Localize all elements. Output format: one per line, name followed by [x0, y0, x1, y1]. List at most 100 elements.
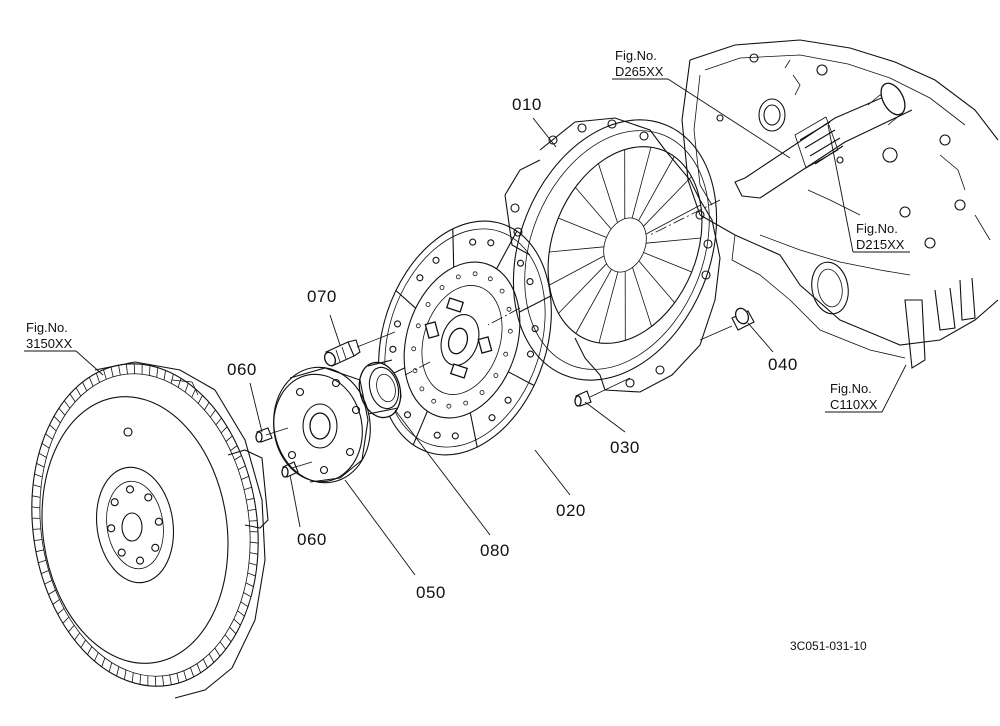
lining-hole: [403, 411, 412, 419]
gear-tooth: [88, 377, 94, 387]
clutch-hub-flange: [273, 366, 371, 484]
diaphragm-finger: [574, 187, 612, 230]
gear-tooth: [169, 674, 172, 685]
assembly-center-lines: [265, 199, 733, 469]
lining-hole: [487, 239, 495, 247]
disc-rivet: [431, 398, 437, 404]
diaphragm-spring-fingers: [549, 147, 701, 343]
dowel-pin-060-lower: [281, 461, 299, 478]
flywheel-bolt-hole: [117, 548, 126, 557]
disc-rivet: [506, 306, 512, 312]
gear-tooth: [202, 658, 208, 669]
figure-reference-labels: Fig.No. D265XX Fig.No. D215XX Fig.No. C1…: [26, 48, 905, 412]
gear-tooth: [245, 582, 254, 587]
gear-tooth: [214, 647, 221, 657]
lining-hole: [526, 278, 534, 286]
flywheel-bolt-hole: [154, 517, 163, 526]
gear-tooth: [32, 528, 41, 530]
gear-tooth: [62, 616, 70, 624]
gear-tooth: [74, 632, 81, 641]
lining-segment-divider: [469, 412, 478, 448]
gear-tooth: [219, 641, 227, 650]
gear-tooth: [41, 442, 50, 449]
diaphragm-finger: [638, 260, 676, 303]
diaphragm-finger: [575, 269, 612, 334]
gear-tooth: [94, 652, 99, 662]
gear-tooth: [196, 663, 202, 673]
gear-tooth: [162, 675, 165, 686]
gear-tooth: [95, 372, 100, 383]
gear-tooth: [32, 495, 41, 498]
disc-rivet: [412, 368, 418, 374]
lining-hole: [432, 256, 440, 264]
clutch-cover-assembly: [504, 117, 721, 393]
gear-tooth: [118, 365, 121, 376]
gear-tooth: [57, 608, 65, 615]
gear-tooth: [247, 572, 256, 577]
part-number-labels: 010 020 030 040 050 060 060 070 080: [227, 95, 797, 602]
gear-tooth: [156, 367, 159, 378]
gear-tooth: [36, 463, 45, 468]
fig-ref-d265-line1: Fig.No.: [615, 48, 657, 63]
flywheel-ring-gear-teeth: [31, 363, 259, 687]
lining-hole: [433, 431, 441, 439]
lining-segment-divider: [452, 228, 455, 268]
lining-segment-divider: [412, 410, 428, 446]
diaphragm-finger: [558, 217, 607, 238]
gear-tooth: [234, 455, 242, 461]
lining-hole: [469, 238, 477, 246]
fig-ref-d215-line1: Fig.No.: [856, 221, 898, 236]
gear-tooth: [68, 624, 75, 633]
diaphragm-finger: [643, 252, 692, 273]
gear-tooth: [240, 601, 249, 608]
lining-hole: [526, 350, 535, 358]
gear-tooth: [35, 549, 44, 553]
gear-tooth: [170, 373, 174, 384]
gear-tooth: [243, 592, 252, 598]
gear-tooth: [116, 666, 120, 677]
gear-tooth: [190, 667, 195, 678]
fig-ref-d215-line2: D215XX: [856, 237, 905, 252]
gear-tooth: [133, 363, 136, 374]
part-label-050: 050: [416, 583, 446, 602]
lining-hole: [516, 259, 525, 267]
gear-tooth: [224, 634, 232, 643]
clutch-disc-rivets: [411, 271, 513, 409]
gear-tooth: [248, 562, 258, 566]
gear-tooth: [58, 407, 66, 416]
gear-tooth: [233, 618, 241, 626]
diaphragm-finger: [645, 237, 701, 244]
gear-tooth: [241, 476, 249, 480]
flywheel-bolt-hole: [144, 493, 153, 502]
clutch-disc: [378, 220, 552, 456]
diaphragm-finger: [643, 176, 692, 227]
diaphragm-finger: [638, 156, 675, 221]
gear-tooth: [238, 465, 246, 470]
part-label-010: 010: [512, 95, 542, 114]
gear-tooth: [191, 388, 196, 398]
disc-rivet: [472, 271, 478, 277]
fig-ref-3150-line1: Fig.No.: [26, 320, 68, 335]
gear-tooth: [208, 653, 215, 663]
gear-tooth: [110, 367, 114, 377]
gear-tooth: [131, 672, 134, 683]
gear-tooth: [243, 486, 252, 491]
gear-tooth: [52, 599, 60, 605]
gear-tooth: [229, 626, 237, 635]
leader-lines: [24, 78, 910, 576]
disc-rivet: [507, 328, 513, 334]
lining-hole: [504, 396, 512, 404]
gear-tooth: [184, 383, 189, 393]
gear-tooth: [75, 387, 82, 397]
gear-tooth: [154, 676, 157, 687]
gear-tooth: [250, 541, 259, 544]
gear-tooth: [246, 497, 255, 501]
lining-hole: [451, 432, 459, 440]
lining-hole: [488, 414, 496, 422]
lining-segment-divider: [496, 230, 518, 270]
fig-ref-3150-line2: 3150XX: [26, 336, 73, 351]
gear-tooth: [163, 370, 166, 381]
gear-tooth: [31, 506, 40, 509]
lining-segment-divider: [508, 371, 535, 386]
